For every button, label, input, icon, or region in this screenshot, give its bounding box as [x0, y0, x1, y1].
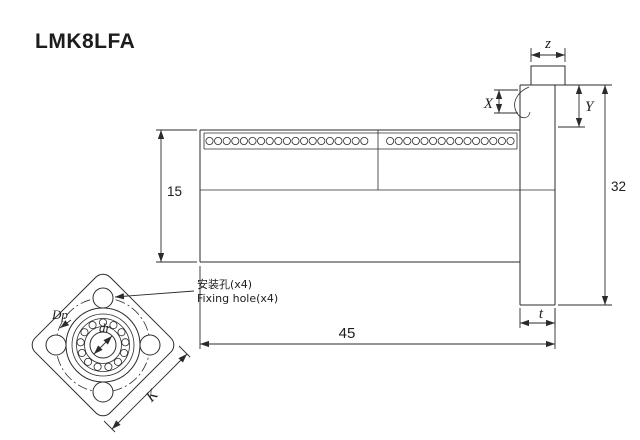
sleeve-circle: [71, 313, 135, 377]
bearing-ball: [239, 136, 248, 145]
dimension-32: 32: [558, 84, 626, 306]
fixing-hole: [92, 287, 114, 309]
dim-45-label: 45: [339, 325, 356, 342]
bearing-ball: [300, 136, 309, 145]
bearing-ball: [351, 136, 360, 145]
bearing-ball: [121, 338, 130, 347]
bearing-ball: [386, 136, 395, 145]
dim-x-label: X: [483, 96, 494, 112]
bearing-ball: [77, 348, 86, 357]
flange-lip: [530, 65, 566, 86]
ball-row: [205, 136, 515, 145]
dim-dr-label: dr: [99, 320, 112, 335]
dim-t-label: t: [539, 306, 544, 322]
dimension-dr: dr: [93, 320, 113, 355]
bearing-ball: [480, 136, 489, 145]
dim-dp-label: Dp: [51, 307, 68, 322]
dim-y-label: Y: [585, 99, 595, 115]
dimensions: 15 32 45 t z: [51, 36, 626, 433]
bearing-ball: [222, 136, 231, 145]
bearing-ball: [265, 136, 274, 145]
bearing-ball: [231, 136, 240, 145]
bearing-ball: [420, 136, 429, 145]
bearing-ball: [343, 136, 352, 145]
bearing-ball: [394, 136, 403, 145]
dimension-t: t: [519, 306, 556, 328]
bearing-ball: [104, 362, 113, 371]
dimension-y: Y: [558, 85, 595, 128]
dimension-x: X: [483, 89, 518, 114]
bearing-ball: [291, 136, 300, 145]
bearing-ball: [99, 318, 108, 327]
bearing-ball: [334, 136, 343, 145]
part-number-title: LMK8LFA: [35, 30, 135, 53]
bearing-ball: [463, 136, 472, 145]
race-outer-circle: [76, 318, 130, 372]
bearing-ball: [248, 136, 257, 145]
dimension-45: 45: [199, 266, 556, 349]
bearing-ball: [429, 136, 438, 145]
bearing-ball: [88, 321, 97, 330]
dim-15-label: 15: [167, 184, 182, 199]
dim-z-label: z: [544, 36, 551, 52]
side-view: [199, 65, 566, 306]
bearing-ball: [472, 136, 481, 145]
bearing-ball: [411, 136, 420, 145]
bearing-ball: [497, 136, 506, 145]
bearing-ball: [317, 136, 326, 145]
bearing-ball: [437, 136, 446, 145]
bearing-ball: [117, 328, 126, 337]
bore-circle: [89, 331, 117, 359]
bearing-ball: [84, 357, 93, 366]
fixing-hole-note-en: Fixing hole(x4): [197, 292, 278, 305]
fixing-hole: [139, 334, 161, 356]
bearing-ball: [360, 136, 369, 145]
fixing-hole: [45, 334, 67, 356]
bearing-ball: [214, 136, 223, 145]
bearing-ball: [205, 136, 214, 145]
bearing-ball: [257, 136, 266, 145]
bushing-od-circle: [65, 307, 141, 383]
bearing-ball: [109, 321, 118, 330]
bearing-ball: [76, 338, 85, 347]
fixing-hole-note-cn: 安装孔(x4): [197, 277, 252, 291]
bearing-ball: [120, 348, 129, 357]
bearing-ball: [446, 136, 455, 145]
dim-k-label: K: [142, 386, 162, 406]
bearing-ball: [506, 136, 515, 145]
bearing-ball: [489, 136, 498, 145]
bearing-ball: [308, 136, 317, 145]
dimension-dp: Dp: [51, 307, 72, 329]
bearing-ball: [403, 136, 412, 145]
bearing-ball: [113, 357, 122, 366]
bearing-ball: [80, 328, 89, 337]
bearing-ball: [282, 136, 291, 145]
dimension-15: 15: [156, 129, 197, 263]
bearing-ball: [93, 362, 102, 371]
fixing-hole-callout: 安装孔(x4) Fixing hole(x4): [114, 277, 278, 305]
bearing-ball: [274, 136, 283, 145]
bearing-ball: [454, 136, 463, 145]
fixing-hole: [92, 381, 114, 403]
race-inner-circle: [84, 326, 122, 364]
dim-32-label: 32: [611, 179, 626, 194]
bearing-ball: [325, 136, 334, 145]
dimension-z: z: [530, 36, 566, 62]
